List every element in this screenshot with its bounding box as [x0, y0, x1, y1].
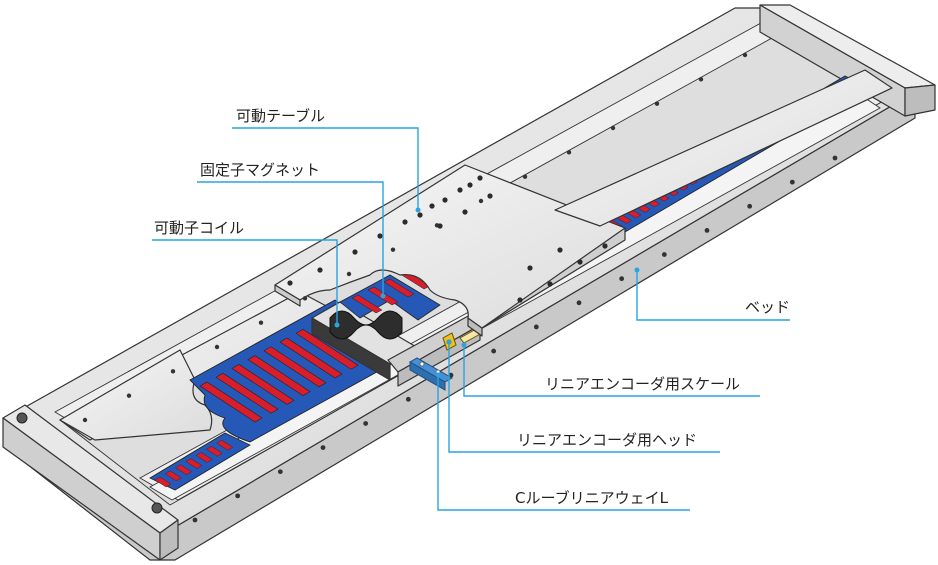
- leader-movable-table: [232, 127, 419, 210]
- screw-hole: [434, 223, 440, 228]
- screw-hole: [557, 247, 563, 253]
- screw-hole: [457, 187, 463, 193]
- leader-lines: [152, 127, 790, 511]
- magnet-stripe-red: [295, 328, 359, 370]
- screw-hole: [742, 52, 748, 58]
- linear-way-rail: [408, 357, 454, 391]
- leader-linear-way: [437, 375, 690, 511]
- screw-hole: [533, 324, 539, 330]
- screw-hole: [661, 252, 667, 257]
- magnet-stripe-red: [231, 364, 295, 405]
- coil-stripe-red: [351, 294, 383, 314]
- screw-hole: [477, 175, 483, 181]
- screw-hole: [82, 417, 88, 423]
- screw-hole: [320, 445, 326, 450]
- screw-hole: [402, 219, 408, 225]
- label-bed: ベッド: [745, 298, 790, 316]
- screw-hole: [405, 396, 411, 402]
- mover-coil: [311, 270, 441, 381]
- label-stator-magnet: 固定子マグネット: [200, 161, 320, 179]
- magnet-stripe-red: [216, 439, 234, 451]
- leader-encoder-head: [448, 342, 720, 453]
- label-movable-table: 可動テーブル: [236, 107, 325, 125]
- magnet-stripe-red: [279, 337, 343, 379]
- screw-hole: [429, 203, 435, 209]
- magnet-stripe-red: [247, 355, 311, 396]
- screw-hole: [619, 276, 625, 282]
- label-mover-coil: 可動子コイル: [154, 219, 244, 237]
- screw-hole: [235, 493, 241, 499]
- screw-hole: [832, 155, 838, 161]
- screw-hole: [747, 203, 753, 209]
- magnet-stripe-red: [215, 372, 279, 414]
- screw-hole: [258, 320, 264, 325]
- screw-hole: [214, 344, 220, 350]
- screw-hole: [491, 348, 497, 354]
- screw-hole: [277, 469, 283, 475]
- stator-magnet-strip-near: [149, 432, 251, 491]
- screw-hole: [704, 228, 710, 233]
- label-linear-way: CルーブリニアウェイL: [515, 489, 669, 507]
- bed-end-block-front: [2, 404, 179, 561]
- screw-hole: [487, 193, 493, 199]
- screw-hole: [390, 247, 396, 252]
- screw-hole: [352, 249, 358, 255]
- leader-mover-coil: [152, 239, 338, 325]
- magnet-stripe-red: [206, 446, 223, 457]
- screw-hole: [192, 517, 198, 523]
- screw-hole: [478, 198, 484, 204]
- magnet-stripe-red: [199, 381, 263, 423]
- screw-hole: [417, 212, 423, 218]
- movable-table-plate: [274, 164, 626, 337]
- magnet-stripe-red: [195, 452, 213, 463]
- screw-hole: [547, 281, 553, 287]
- screw-hole: [448, 372, 454, 378]
- screw-hole: [363, 421, 369, 426]
- bed-screw-holes: [82, 52, 838, 523]
- table-screw-holes: [287, 175, 608, 303]
- magnet-stripe-red: [185, 458, 203, 469]
- coil-stripe-red: [383, 278, 415, 298]
- screw-hole: [698, 77, 704, 82]
- magnet-cover-plate-right: [554, 69, 893, 227]
- screw-hole: [517, 297, 523, 303]
- magnet-stripe-red: [263, 346, 327, 388]
- screw-hole: [442, 197, 448, 203]
- screw-hole: [126, 393, 132, 398]
- screw-hole: [654, 101, 660, 106]
- screw-hole: [170, 369, 176, 374]
- screw-hole: [576, 300, 582, 306]
- screw-hole: [287, 280, 293, 286]
- leader-stator-magnet: [197, 181, 384, 296]
- screw-hole: [610, 125, 616, 131]
- screw-hole: [522, 174, 528, 179]
- screw-hole: [346, 271, 352, 277]
- leader-bed: [636, 270, 790, 321]
- screw-hole: [527, 265, 533, 271]
- screw-hole: [789, 179, 795, 185]
- screw-hole: [317, 267, 323, 273]
- screw-hole: [462, 209, 468, 215]
- leader-encoder-scale: [463, 345, 760, 397]
- screw-hole: [467, 182, 473, 188]
- screw-hole: [602, 243, 608, 249]
- magnet-stripe-red: [164, 470, 182, 482]
- magnet-stripe-red: [175, 464, 192, 475]
- screw-hole: [377, 233, 383, 239]
- label-encoder-head: リニアエンコーダ用ヘッド: [517, 431, 697, 449]
- screw-hole: [566, 150, 572, 155]
- screw-hole: [302, 296, 308, 301]
- label-encoder-scale: リニアエンコーダ用スケール: [545, 375, 740, 393]
- magnet-stripe-red: [154, 476, 172, 488]
- screw-hole: [577, 259, 583, 265]
